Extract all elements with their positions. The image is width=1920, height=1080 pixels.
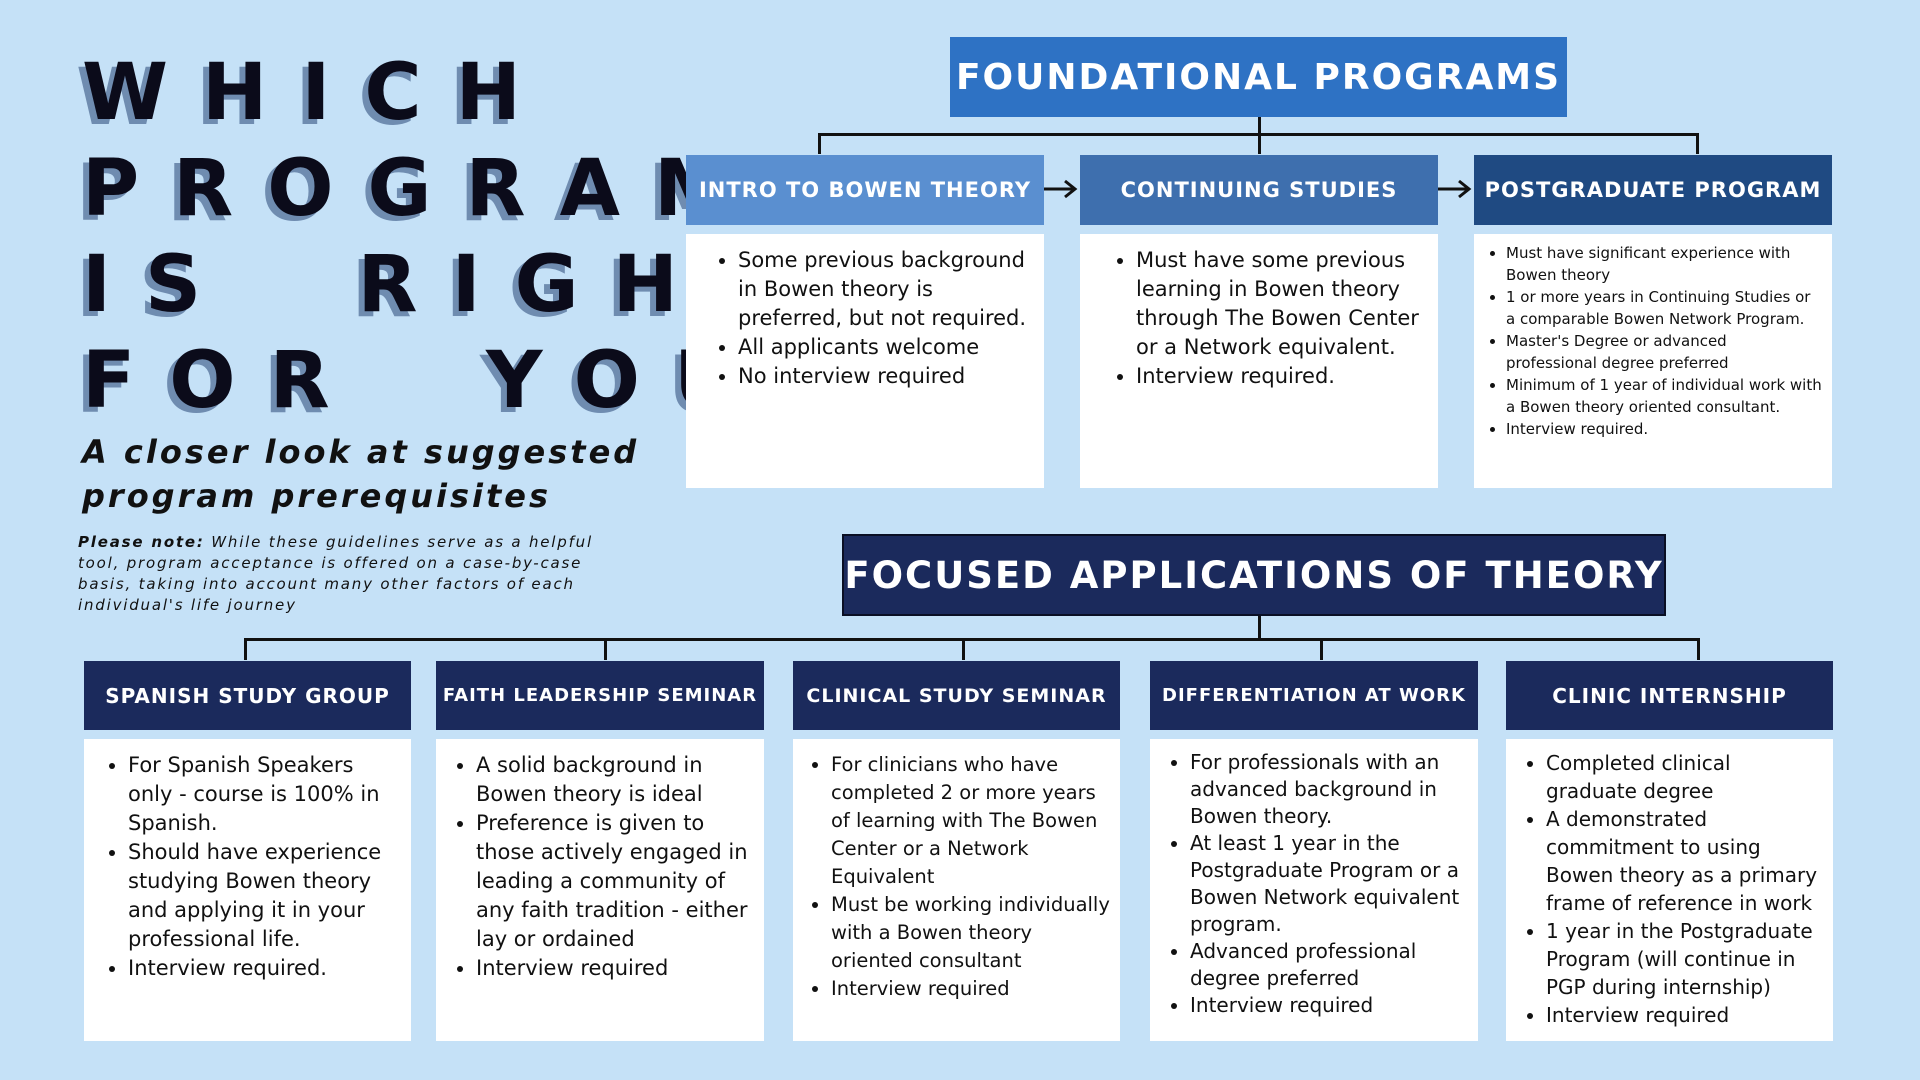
program-header-faith: FAITH LEADERSHIP SEMINAR <box>436 661 764 730</box>
focused-connector-stem <box>1258 616 1261 640</box>
list-item: Must have significant experience with Bo… <box>1506 242 1822 286</box>
program-card-faith: A solid background in Bowen theory is id… <box>436 739 764 1041</box>
foundational-connector-left <box>818 133 821 154</box>
list-item: A demonstrated commitment to using Bowen… <box>1546 805 1825 917</box>
foundational-heading: FOUNDATIONAL PROGRAMS <box>950 37 1567 117</box>
arrow-right-icon <box>1437 179 1472 199</box>
list-item: 1 or more years in Continuing Studies or… <box>1506 286 1822 330</box>
program-header-internship: CLINIC INTERNSHIP <box>1506 661 1833 730</box>
list-item: Completed clinical graduate degree <box>1546 749 1825 805</box>
list-item: Interview required <box>476 954 756 983</box>
focused-heading: FOCUSED APPLICATIONS OF THEORY <box>842 534 1666 616</box>
list-item: Interview required <box>1546 1001 1825 1029</box>
list-item: Interview required. <box>1136 362 1422 391</box>
focused-connector-3 <box>962 638 965 660</box>
program-header-continuing: CONTINUING STUDIES <box>1080 155 1438 225</box>
list-item: A solid background in Bowen theory is id… <box>476 751 756 809</box>
focused-connector-4 <box>1320 638 1323 660</box>
title-line-2: PROGRAM <box>82 144 766 234</box>
list-item: Must have some previous learning in Bowe… <box>1136 246 1422 362</box>
arrow-right-icon <box>1043 179 1078 199</box>
program-card-differentiation: For professionals with an advanced backg… <box>1150 739 1478 1041</box>
focused-connector-2 <box>604 638 607 660</box>
program-card-clinical: For clinicians who have completed 2 or m… <box>793 739 1120 1041</box>
program-card-continuing: Must have some previous learning in Bowe… <box>1080 234 1438 488</box>
title-line-1: WHICH <box>82 48 555 138</box>
list-item: At least 1 year in the Postgraduate Prog… <box>1190 830 1470 938</box>
please-note: Please note: While these guidelines serv… <box>78 532 638 616</box>
list-item: Master's Degree or advanced professional… <box>1506 330 1822 374</box>
program-header-postgraduate: POSTGRADUATE PROGRAM <box>1474 155 1832 225</box>
list-item: Interview required <box>831 975 1114 1003</box>
program-header-intro: INTRO TO BOWEN THEORY <box>686 155 1044 225</box>
foundational-connector-bar <box>818 133 1699 136</box>
list-item: Interview required. <box>1506 418 1822 440</box>
focused-connector-1 <box>244 638 247 660</box>
foundational-connector-right <box>1696 133 1699 154</box>
list-item: Advanced professional degree preferred <box>1190 938 1470 992</box>
subtitle: A closer look at suggested program prere… <box>82 433 640 515</box>
list-item: Preference is given to those actively en… <box>476 809 756 954</box>
list-item: Should have experience studying Bowen th… <box>128 838 401 954</box>
program-card-spanish: For Spanish Speakers only - course is 10… <box>84 739 411 1041</box>
program-header-clinical: CLINICAL STUDY SEMINAR <box>793 661 1120 730</box>
list-item: For clinicians who have completed 2 or m… <box>831 751 1114 891</box>
list-item: Must be working individually with a Bowe… <box>831 891 1114 975</box>
list-item: Minimum of 1 year of individual work wit… <box>1506 374 1822 418</box>
focused-connector-bar <box>244 638 1700 641</box>
program-header-differentiation: DIFFERENTIATION AT WORK <box>1150 661 1478 730</box>
note-label: Please note: <box>78 533 205 551</box>
program-header-spanish: SPANISH STUDY GROUP <box>84 661 411 730</box>
list-item: For professionals with an advanced backg… <box>1190 749 1470 830</box>
note-text: While these guidelines serve as a helpfu… <box>78 533 593 614</box>
list-item: 1 year in the Postgraduate Program (will… <box>1546 917 1825 1001</box>
list-item: Interview required. <box>128 954 401 983</box>
list-item: All applicants welcome <box>738 333 1028 362</box>
list-item: No interview required <box>738 362 1028 391</box>
program-card-internship: Completed clinical graduate degree A dem… <box>1506 739 1833 1041</box>
list-item: For Spanish Speakers only - course is 10… <box>128 751 401 838</box>
list-item: Some previous background in Bowen theory… <box>738 246 1028 333</box>
focused-connector-5 <box>1697 638 1700 660</box>
list-item: Interview required <box>1190 992 1470 1019</box>
program-card-intro: Some previous background in Bowen theory… <box>686 234 1044 488</box>
program-card-postgraduate: Must have significant experience with Bo… <box>1474 234 1832 488</box>
